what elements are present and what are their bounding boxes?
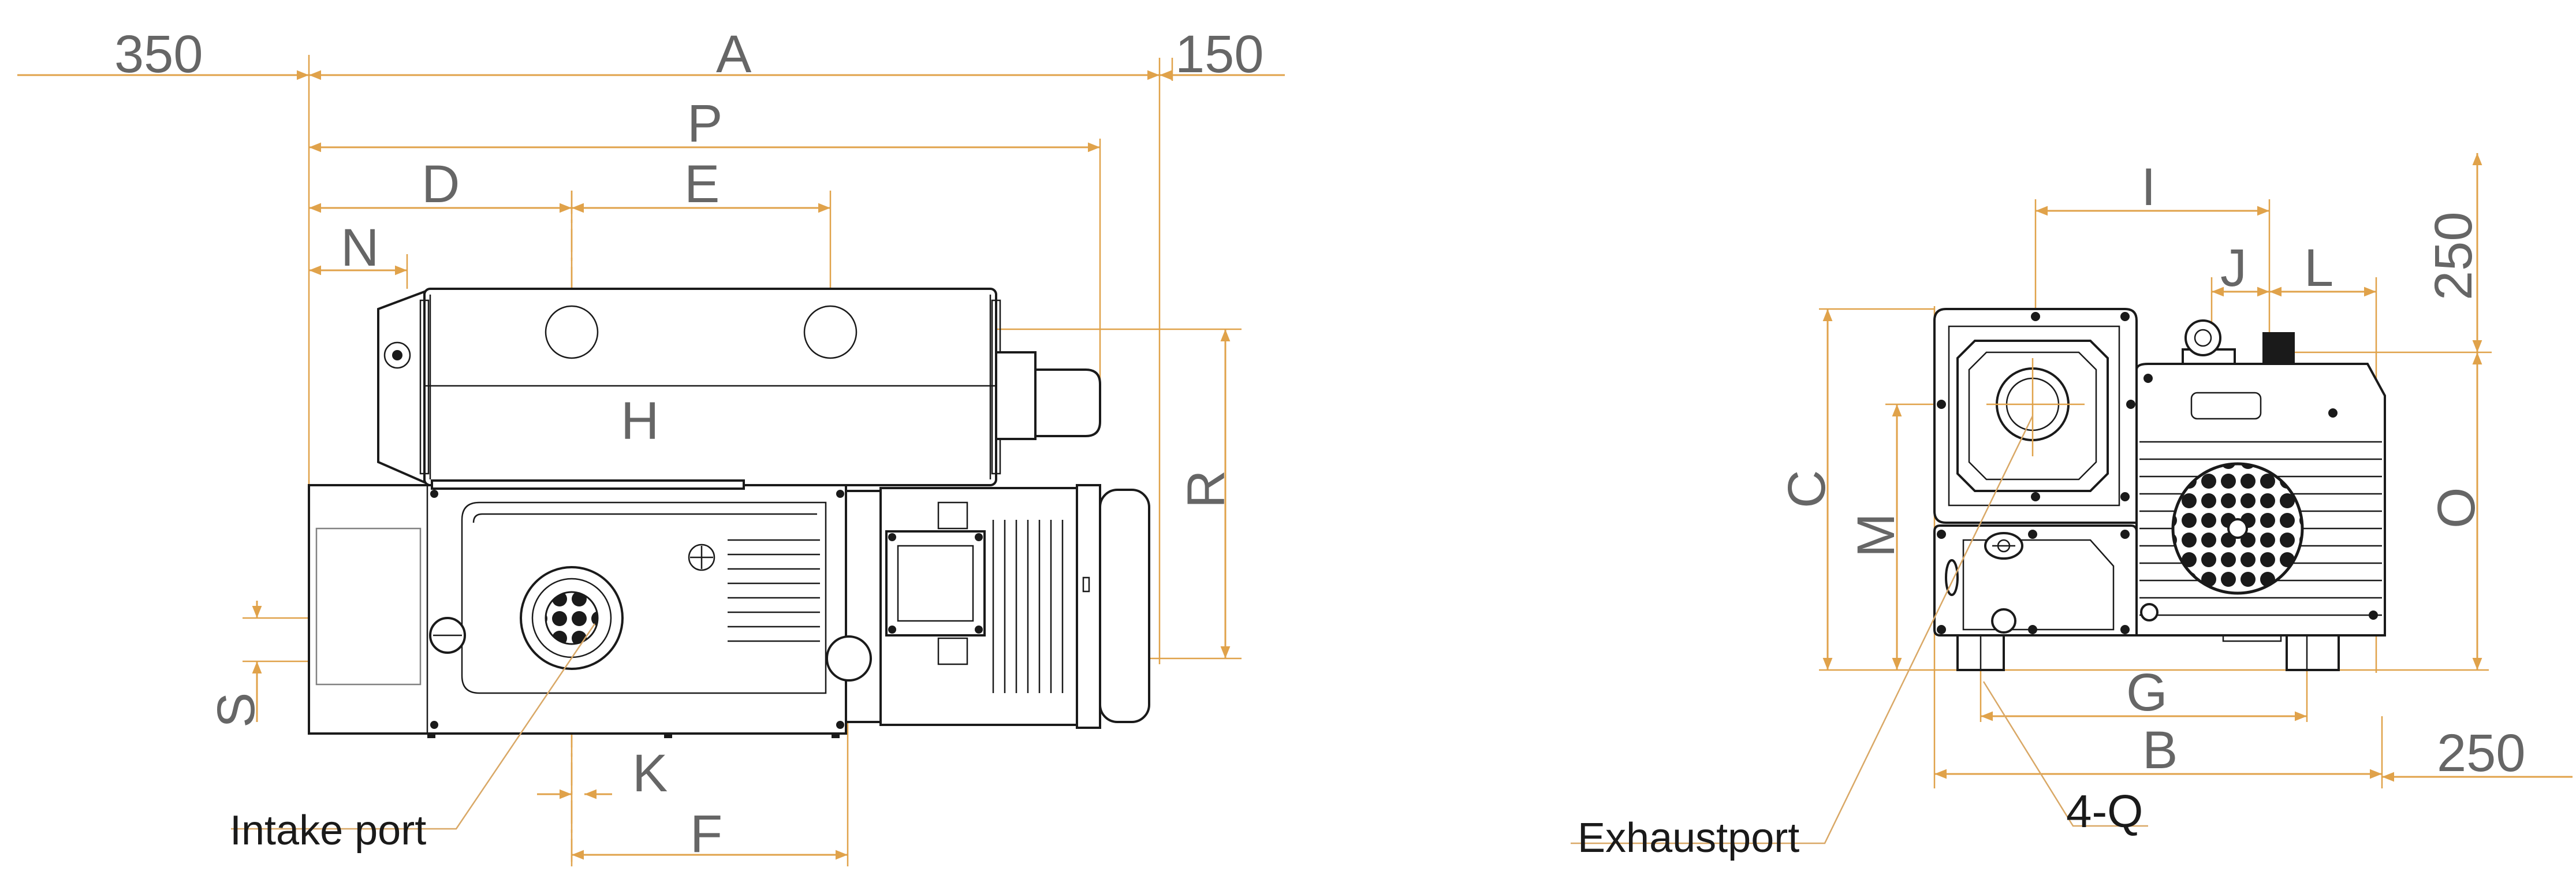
dim-f: F	[690, 805, 722, 863]
front-dimension-lines	[17, 70, 1285, 860]
dim-r: R	[1177, 470, 1236, 508]
side-motor-housing	[2135, 319, 2386, 671]
dim-offset-right: 150	[1175, 25, 1264, 84]
side-dimension-lines	[1822, 153, 2573, 782]
dim-p: P	[687, 94, 722, 153]
mounting-holes-leader	[1982, 681, 2148, 827]
mounting-holes-label: 4-Q	[2066, 786, 2143, 837]
motor-fins	[992, 520, 1064, 693]
dim-side-clearance: 250	[2437, 724, 2526, 783]
dim-d: D	[422, 155, 460, 214]
front-view	[17, 55, 1285, 866]
dim-c: C	[1777, 470, 1836, 508]
dim-j: J	[2220, 239, 2247, 297]
dim-e: E	[684, 155, 720, 214]
dim-top-clearance: 250	[2424, 212, 2483, 301]
exhaust-port-label: Exhaustport	[1578, 815, 1799, 861]
callout-labels: Intake port Exhaustport 4-Q	[230, 786, 2143, 861]
dim-offset-left: 350	[114, 25, 203, 84]
dim-l: L	[2304, 239, 2333, 297]
intake-port-leader	[231, 623, 596, 830]
dim-h: H	[621, 392, 659, 451]
dim-s: S	[207, 693, 266, 728]
dim-g: G	[2126, 663, 2168, 722]
exhaust-port-leader	[1571, 415, 2034, 844]
dim-b: B	[2142, 721, 2178, 780]
dim-o: O	[2427, 487, 2486, 528]
dim-n: N	[341, 218, 379, 277]
dim-k: K	[632, 744, 668, 803]
dim-overall-length: A	[716, 25, 752, 84]
front-reservoir	[377, 288, 1101, 486]
dim-m: M	[1847, 513, 1906, 557]
dim-i: I	[2141, 158, 2156, 217]
side-view	[1571, 153, 2573, 844]
intake-port-label: Intake port	[230, 807, 426, 854]
front-motor	[826, 484, 1150, 729]
front-vent-slats	[728, 539, 820, 642]
dimension-labels: 350 A 150 P D E N H R S K F I J L 250 C …	[114, 25, 2526, 863]
side-pump-housing	[1933, 308, 2138, 671]
front-pump-body	[308, 479, 847, 738]
